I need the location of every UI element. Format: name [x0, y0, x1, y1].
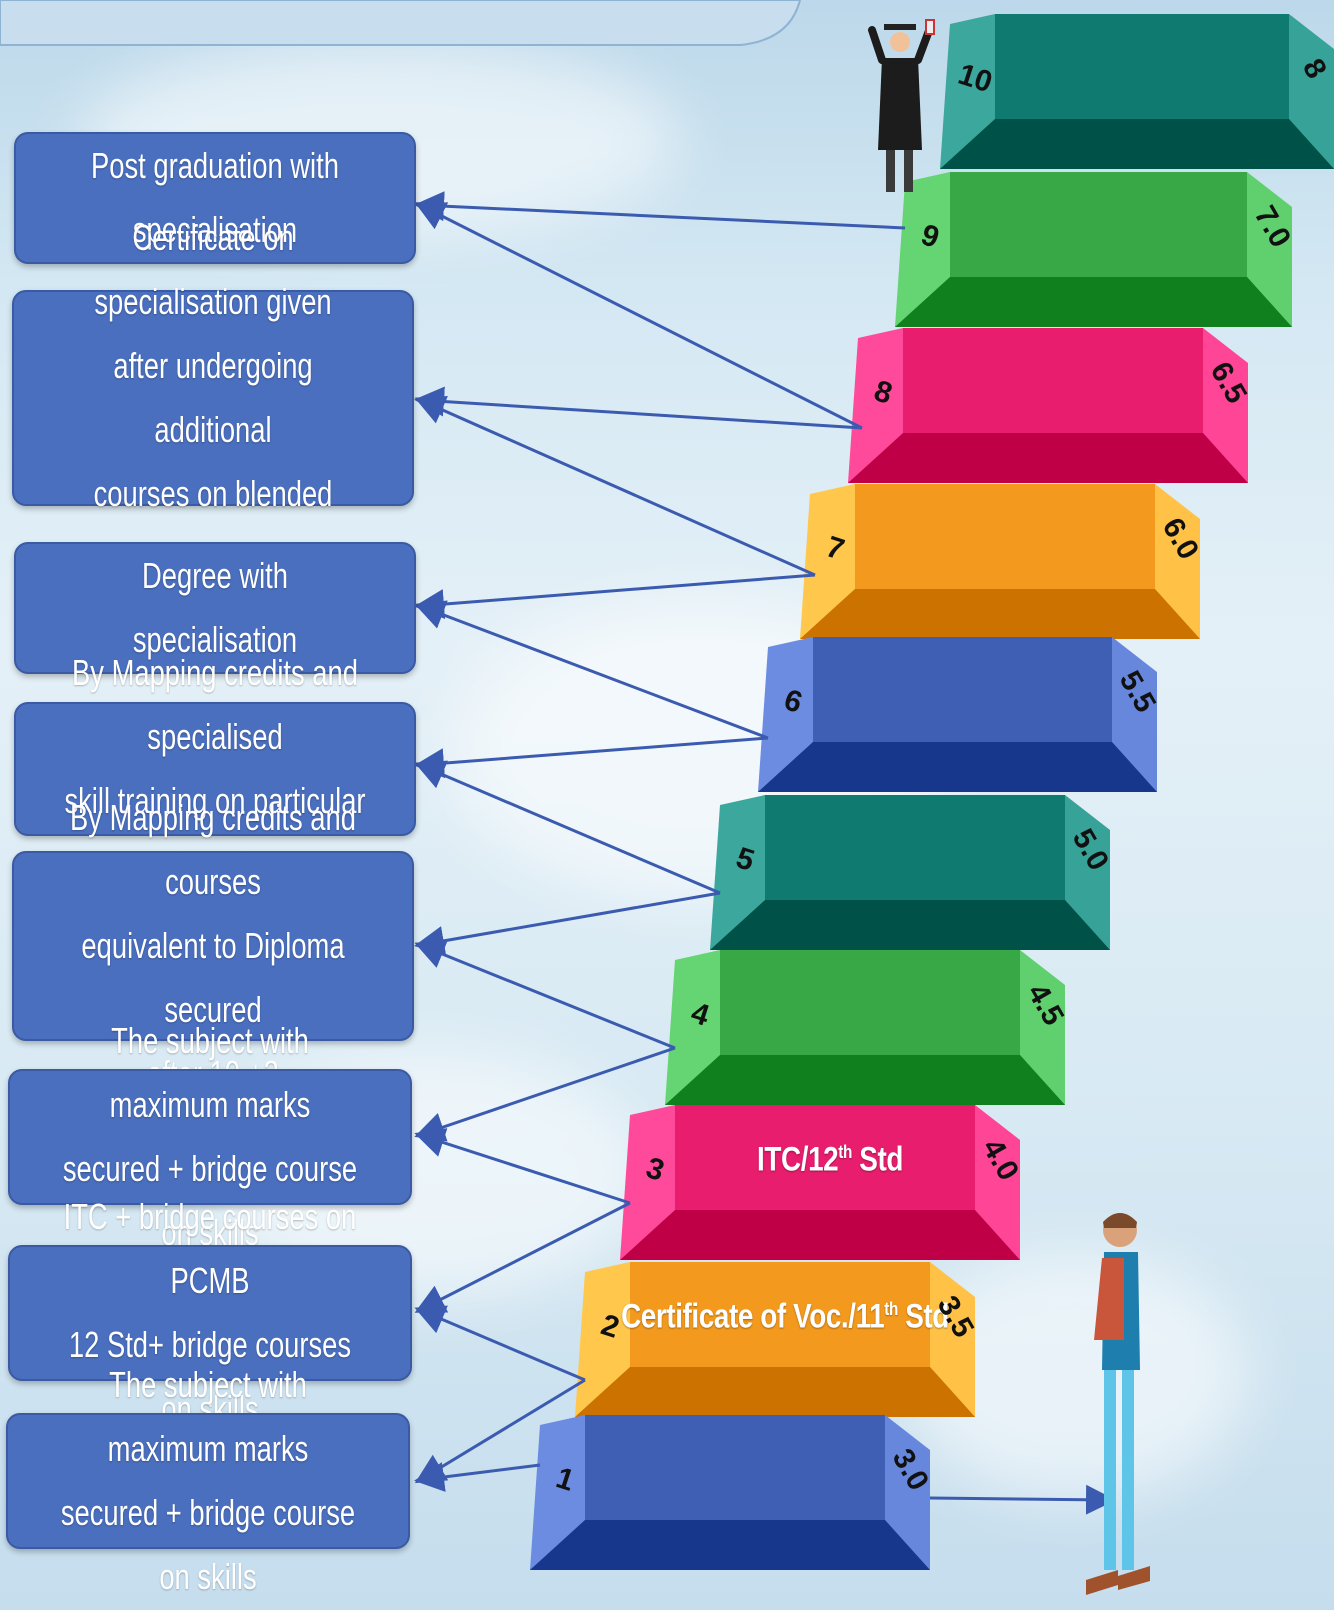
connector-arrow	[414, 1046, 676, 1142]
step-front-face	[855, 484, 1155, 589]
step-front-face	[903, 328, 1203, 433]
graduate-figure-icon	[868, 19, 935, 192]
step-right-bevel	[1203, 328, 1248, 483]
connector-arrow	[414, 1201, 631, 1313]
description-box: Post graduation with specialisation	[14, 132, 416, 264]
connector-arrow	[414, 760, 721, 895]
step-left-bevel	[895, 172, 950, 327]
step-front-face	[813, 637, 1112, 742]
stair-step-10	[940, 14, 1334, 169]
stair-step-3	[620, 1105, 1020, 1260]
description-box: By Mapping credits and courses equivalen…	[12, 797, 414, 1094]
step-left-bevel	[758, 637, 813, 792]
stair-step-2	[575, 1262, 975, 1417]
description-box: Degree with specialisation	[14, 542, 416, 674]
step-left-bevel	[575, 1262, 630, 1417]
description-text: Degree with specialisation	[132, 555, 298, 660]
step-base	[620, 1210, 1020, 1260]
connector-arrow	[414, 191, 906, 230]
step-front-face	[765, 795, 1065, 900]
step-left-bevel	[940, 14, 995, 169]
description-box: The subject with maximum marks secured +…	[8, 1020, 412, 1253]
stair-step-8	[848, 328, 1248, 483]
step-left-bevel	[710, 795, 765, 950]
header-banner	[0, 0, 802, 46]
step-front-face	[950, 172, 1247, 277]
stair-step-7	[800, 484, 1200, 639]
step-left-bevel	[848, 328, 903, 483]
stair-step-1	[530, 1415, 930, 1570]
connector-arrow	[414, 891, 721, 956]
step-right-bevel	[930, 1262, 975, 1417]
step-base	[710, 900, 1110, 950]
connector-arrow	[414, 1128, 631, 1205]
connector-arrow	[414, 573, 816, 620]
step-front-face	[720, 950, 1020, 1055]
step-right-bevel	[975, 1105, 1020, 1260]
step-base	[848, 433, 1248, 483]
step-right-bevel	[1155, 484, 1200, 639]
step-base	[800, 589, 1200, 639]
description-box: The subject with maximum marks secured +…	[6, 1364, 410, 1597]
description-box: Certificate on specialisation given afte…	[12, 217, 414, 578]
step-base	[575, 1367, 975, 1417]
step-right-bevel	[1247, 172, 1292, 327]
step-right-bevel	[1112, 637, 1157, 792]
step-base	[665, 1055, 1065, 1105]
step-right-bevel	[885, 1415, 930, 1570]
description-text: The subject with maximum marks secured +…	[62, 1020, 358, 1253]
stair-step-9	[895, 172, 1292, 327]
student-with-backpack-icon	[1086, 1213, 1150, 1595]
connector-arrow	[414, 386, 863, 430]
connector-arrow	[414, 396, 816, 577]
connector-arrow	[414, 1378, 586, 1484]
connector-arrow	[929, 1484, 1116, 1515]
connector-arrow	[414, 736, 769, 779]
stair-step-4	[665, 950, 1065, 1105]
step-left-bevel	[620, 1105, 675, 1260]
step-right-bevel	[1065, 795, 1110, 950]
step-base	[758, 742, 1157, 792]
step-front-face	[630, 1262, 930, 1367]
step-front-face	[995, 14, 1289, 119]
step-front-face	[585, 1415, 885, 1520]
step-left-bevel	[530, 1415, 585, 1570]
step-right-bevel	[1020, 950, 1065, 1105]
step-left-bevel	[800, 484, 855, 639]
connector-arrow	[414, 940, 676, 1050]
step-base	[895, 277, 1292, 327]
step-front-face	[675, 1105, 975, 1210]
connector-arrow	[414, 202, 863, 430]
step-label: Certificate of Voc./11th Std	[621, 1297, 949, 1336]
step-left-bevel	[665, 950, 720, 1105]
connector-arrow	[414, 1462, 541, 1492]
connector-arrow	[414, 600, 769, 740]
step-label: ITC/12th Std	[757, 1140, 903, 1179]
stair-step-5	[710, 795, 1110, 950]
description-text: Post graduation with specialisation	[91, 145, 339, 250]
step-base	[940, 119, 1334, 169]
step-right-bevel	[1289, 14, 1334, 169]
stair-step-6	[758, 637, 1157, 792]
description-text: The subject with maximum marks secured +…	[60, 1364, 356, 1597]
connector-arrow	[414, 1305, 586, 1382]
step-base	[530, 1520, 930, 1570]
description-text: Certificate on specialisation given afte…	[93, 217, 333, 578]
